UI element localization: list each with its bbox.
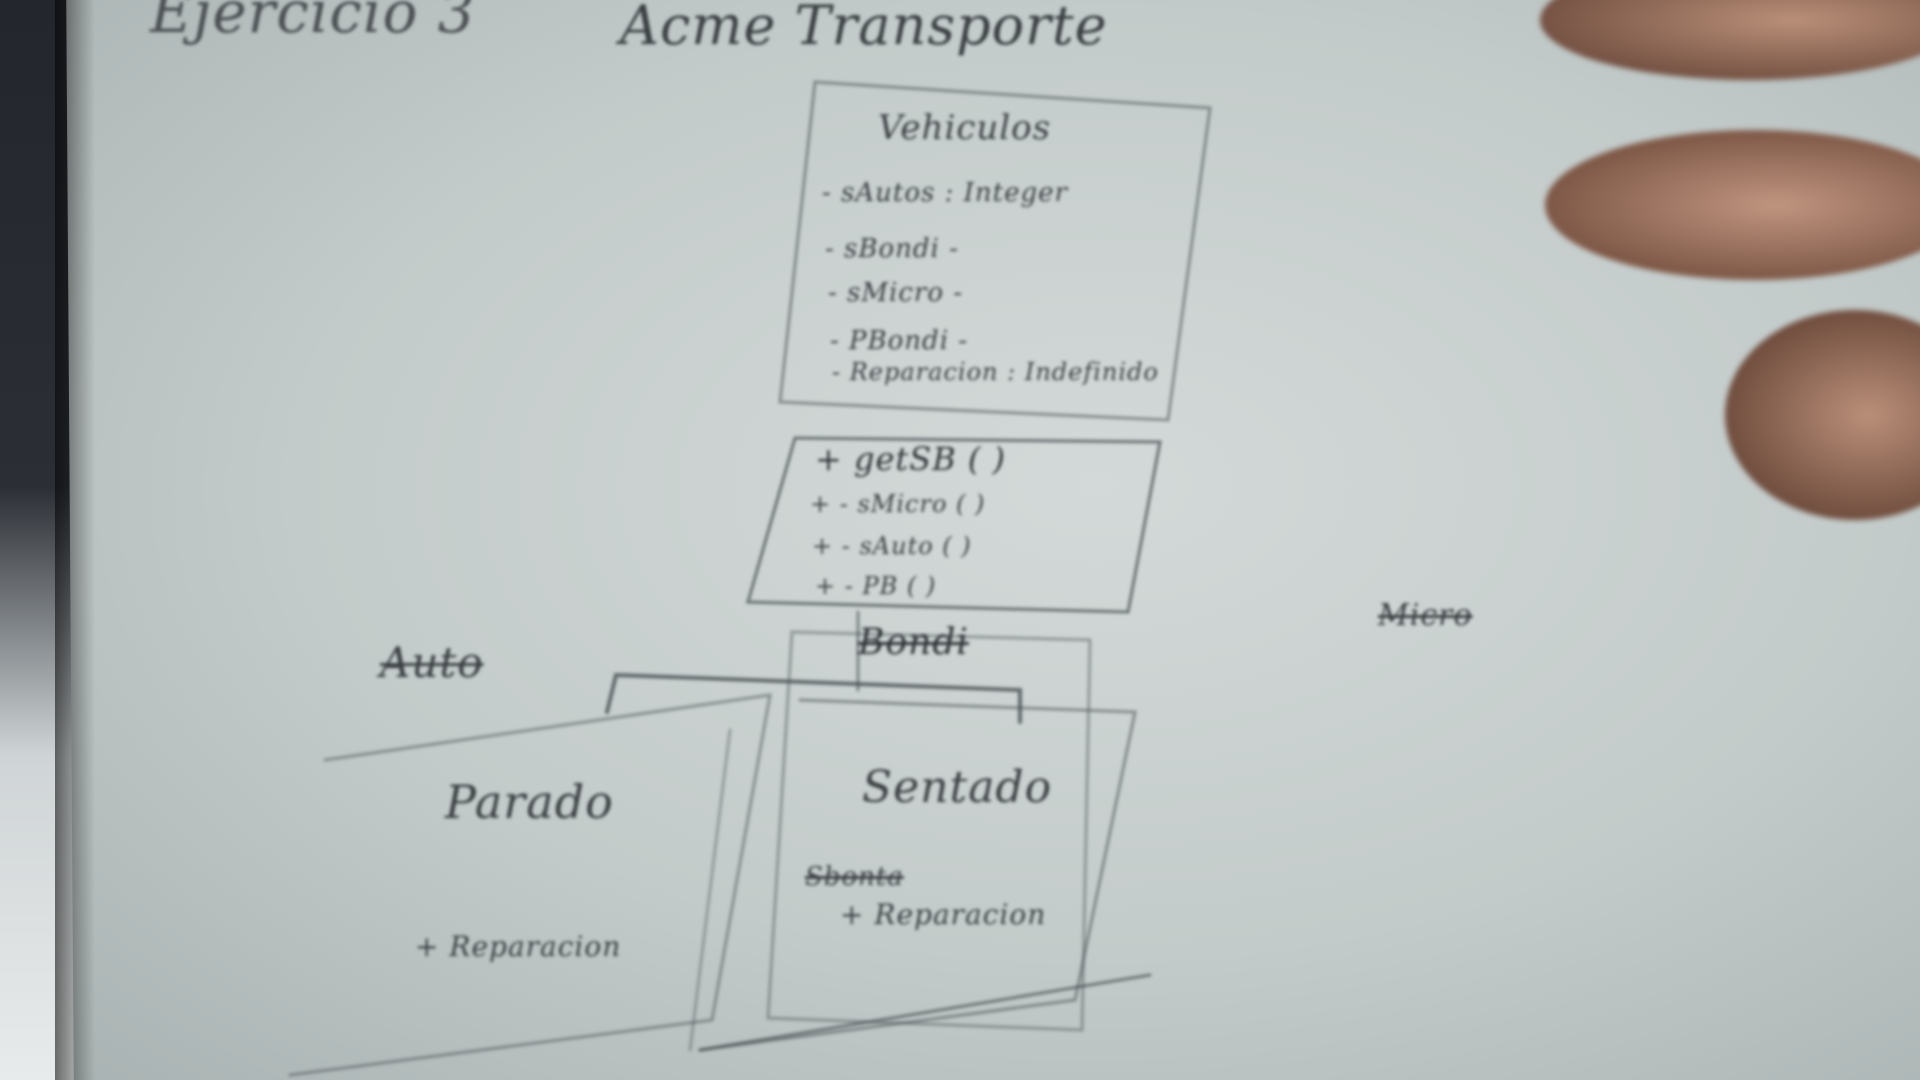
struck-micro: Micro bbox=[1378, 598, 1473, 633]
methods-box-outline bbox=[746, 436, 1162, 614]
subclass-parado-method: + Reparacion bbox=[415, 930, 622, 963]
paper-edge-shadow bbox=[55, 0, 95, 1080]
subclass-parado-title: Parado bbox=[445, 775, 614, 829]
method-3: + - PB ( ) bbox=[815, 572, 937, 600]
attribute-4: - Reparacion : Indefinido bbox=[832, 358, 1159, 386]
finger-middle bbox=[1545, 130, 1920, 280]
attribute-3: - PBondi - bbox=[830, 326, 969, 356]
inheritance-connector bbox=[605, 672, 1022, 724]
struck-sbonta: Sbonta bbox=[805, 862, 904, 892]
attribute-1: - sBondi - bbox=[825, 234, 959, 264]
sentado-box-base bbox=[698, 973, 1152, 1052]
subclass-sentado-method: + Reparacion bbox=[840, 898, 1047, 931]
subclass-sentado-title: Sentado bbox=[862, 762, 1053, 813]
sentado-box-outline bbox=[698, 698, 1137, 1052]
heading-left: Ejercicio 3 bbox=[150, 0, 476, 46]
class-title: Vehiculos bbox=[878, 108, 1052, 148]
finger-lower bbox=[1725, 310, 1920, 520]
method-2: + - sAuto ( ) bbox=[812, 532, 972, 560]
bondi-box-outline bbox=[766, 630, 1092, 1032]
class-box-outline bbox=[778, 80, 1212, 422]
method-0: + getSB ( ) bbox=[815, 440, 1007, 478]
method-1: + - sMicro ( ) bbox=[810, 490, 986, 518]
parado-box-outline bbox=[288, 693, 772, 1077]
attribute-0: - sAutos : Integer bbox=[822, 178, 1068, 208]
struck-auto: Auto bbox=[380, 638, 484, 687]
attribute-2: - sMicro - bbox=[828, 278, 964, 308]
heading-title: Acme Transporte bbox=[620, 0, 1108, 57]
struck-bondi: Bondi bbox=[858, 622, 969, 663]
parado-box-inner-line bbox=[688, 728, 732, 1052]
